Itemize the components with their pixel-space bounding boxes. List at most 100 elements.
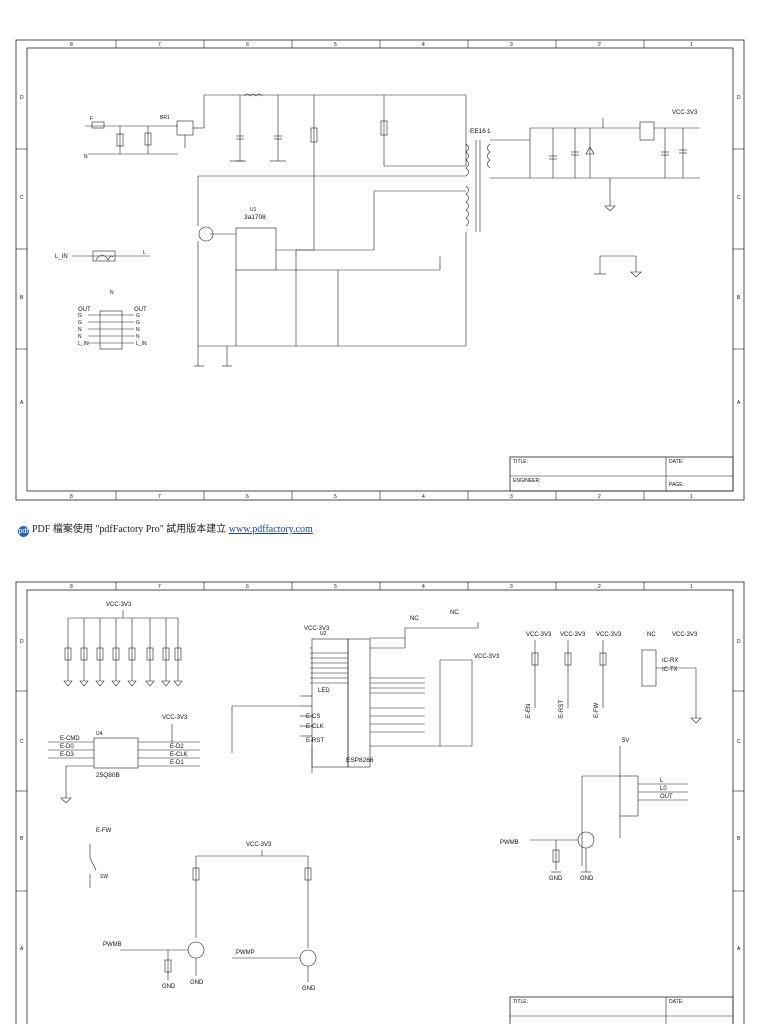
e-en-label: E-EN: [526, 704, 532, 718]
e-rst-label-2: E-RST: [559, 700, 565, 718]
col-label-5-bottom: 5: [334, 494, 337, 500]
col-label-1: 1: [690, 42, 693, 48]
col2-label-6: 6: [246, 584, 249, 590]
col2-label-3: 3: [510, 584, 513, 590]
row2-label-c-right: C: [737, 739, 741, 745]
connector-right-0: G: [136, 313, 140, 319]
ac-input-section: [85, 94, 466, 155]
col2-label-8: 8: [70, 584, 73, 590]
relay-out-label: OUT: [660, 794, 673, 800]
flash-part-label: 25Q80B: [96, 772, 120, 779]
e-d3-label: E-D3: [60, 752, 74, 758]
row2-label-a-right: A: [737, 946, 741, 952]
title-block: [509, 456, 734, 492]
connector-left-3: N: [78, 334, 82, 340]
vcc-net-esp-right: VCC-3V3: [474, 654, 500, 660]
row2-label-c: C: [20, 739, 24, 745]
output-section: [72, 250, 150, 262]
ee16-label: EE16: [470, 128, 486, 135]
engineer-label: ENGINEER:: [513, 478, 541, 484]
col-label-3: 3: [510, 42, 513, 48]
r-tag-label: LED: [318, 688, 330, 694]
vcc-net-r4: VCC-3V3: [672, 632, 698, 638]
vcc-net-top-left: VCC-3V3: [106, 602, 132, 608]
pwmb-label-left: PWMB: [103, 942, 122, 948]
col-label-4: 4: [422, 42, 425, 48]
e-d2-label: E-D2: [170, 744, 184, 750]
page-label: PAGE:: [669, 482, 684, 488]
e-cmd-label: E-CMD: [60, 736, 80, 742]
br1-label: BR1: [160, 115, 170, 121]
relay-lo-label: L0: [660, 786, 667, 792]
esp8266-label: ESP8266: [346, 757, 374, 764]
e-cs-label: E-CS: [306, 714, 320, 720]
u2-ref-label: U2: [320, 631, 327, 637]
pdffactory-link[interactable]: www.pdffactory.com: [228, 524, 313, 535]
out-left-label: OUT: [78, 307, 91, 313]
row-label-c: C: [20, 195, 24, 201]
vcc-net-u2: VCC-3V3: [304, 626, 330, 632]
ground-symbols: [194, 160, 642, 367]
connector-left-2: N: [78, 327, 82, 333]
title-label-2: TITLE:: [513, 999, 528, 1005]
u1-part-label: 3a1708: [244, 214, 266, 221]
row2-label-b-right: B: [737, 836, 741, 842]
l-label: L: [143, 250, 146, 256]
connector-right-4: L_IN: [136, 341, 147, 347]
banner-text: PDF 檔案使用 "pdfFactory Pro" 試用版本建立: [32, 524, 227, 535]
pwmp-label: PWMP: [236, 950, 255, 956]
col2-label-4: 4: [422, 584, 425, 590]
pwmb-label-right: PWMB: [500, 840, 519, 846]
column-markers: [16, 40, 744, 500]
e-d0-label: E-D0: [60, 744, 74, 750]
io-resistors-right: [531, 640, 702, 724]
5v-label: 5V: [622, 738, 629, 744]
e-clk-label-2: E-CLK: [306, 724, 324, 730]
connector-left-4: L_IN: [78, 341, 89, 347]
u1-controller: [197, 176, 466, 366]
fw-switch: [89, 844, 97, 888]
row-label-a-right: A: [737, 400, 741, 406]
e-clk-label: E-CLK: [170, 752, 188, 758]
col-label-5: 5: [334, 42, 337, 48]
row2-label-b: B: [20, 836, 24, 842]
inner-frame: [26, 47, 734, 492]
ic-tx-label: IC-TX: [662, 667, 678, 673]
row-label-a: A: [20, 400, 24, 406]
nc-label-3: NC: [647, 632, 656, 638]
col2-label-5: 5: [334, 584, 337, 590]
schematic-power-svg: 8 7 6 5 4 3 2 1 8 7 6 5 4 3 2 1 D C B A …: [15, 39, 745, 501]
nc-label-1: NC: [410, 616, 419, 622]
row2-label-d: D: [20, 639, 24, 645]
col2-label-2: 2: [598, 584, 601, 590]
vcc-net-r1: VCC-3V3: [526, 632, 552, 638]
date-label: DATE:: [669, 459, 683, 465]
neutral-label: N: [84, 154, 88, 160]
ic-rx-label: IC-RX: [662, 658, 678, 664]
transformer-ee16: [296, 139, 700, 346]
e-fw-label: E-FW: [96, 828, 112, 834]
relay-l-label: L: [660, 778, 664, 784]
inner-frame-2: [26, 589, 734, 1024]
vcc-net-flash: VCC-3V3: [162, 715, 188, 721]
col-label-2: 2: [598, 42, 601, 48]
n-header-label: N: [110, 290, 114, 296]
connector-left-0: G: [78, 313, 82, 319]
u1-ref-label: U1: [250, 207, 257, 213]
connector-table: [99, 310, 123, 350]
e-d1-label: E-D1: [170, 760, 184, 766]
col-label-1-bottom: 1: [690, 494, 693, 500]
col2-label-7: 7: [158, 584, 161, 590]
nc-label-2: NC: [450, 610, 459, 616]
gnd-label-1: GND: [190, 980, 204, 986]
vcc-3v3-net-top: VCC-3V3: [672, 110, 698, 116]
date-label-2: DATE:: [669, 999, 683, 1005]
connector-right-1: G: [136, 320, 140, 326]
gnd-label-3: GND: [162, 984, 176, 990]
column-markers-2: [16, 582, 744, 892]
col-label-2-bottom: 2: [598, 494, 601, 500]
col-label-8: 8: [70, 42, 73, 48]
gnd-label-4: GND: [549, 876, 563, 882]
out-right-label: OUT: [134, 307, 147, 313]
